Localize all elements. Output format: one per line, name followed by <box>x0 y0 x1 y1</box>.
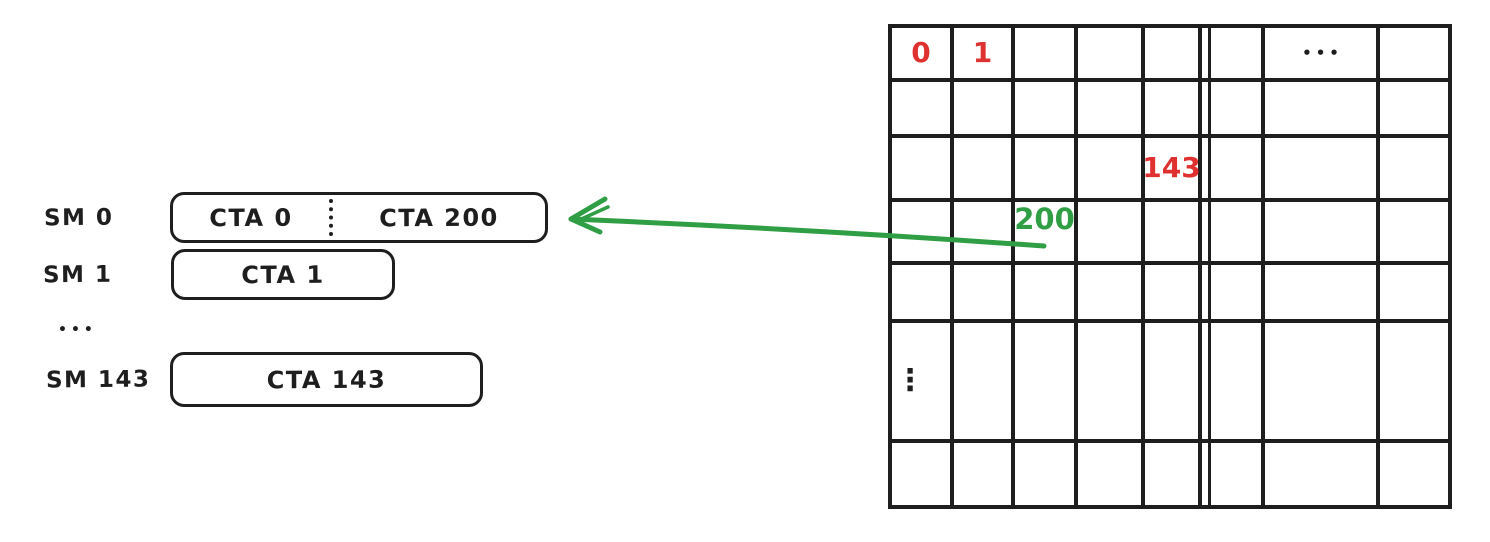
grid-cell <box>1265 265 1380 323</box>
grid-cell <box>1202 202 1265 265</box>
grid-cell <box>1078 202 1145 265</box>
grid-cell <box>954 323 1015 443</box>
grid-cell-label: 200 <box>1014 202 1075 236</box>
grid-cell <box>1202 82 1265 138</box>
grid-cell <box>1380 28 1448 82</box>
grid-cell <box>1265 138 1380 202</box>
grid-cell <box>954 202 1015 265</box>
sm1-cta-box: CTA 1 <box>171 249 395 300</box>
sm1-label: SM 1 <box>42 261 113 288</box>
grid-cell <box>1202 138 1265 202</box>
grid-cell <box>1202 323 1265 443</box>
sm0-cta-box: CTA 0 CTA 200 <box>170 192 548 243</box>
assignment-arrow <box>568 196 1047 249</box>
arrow-shaft <box>568 216 1047 249</box>
grid-cell <box>1015 138 1078 202</box>
grid-cell <box>1078 138 1145 202</box>
grid-cell: 200 <box>1014 202 1078 265</box>
sm143-cta-box: CTA 143 <box>170 352 483 407</box>
grid-cell <box>1202 265 1265 323</box>
grid-cell <box>1015 323 1078 443</box>
grid-cell <box>892 443 954 505</box>
sm0-label: SM 0 <box>43 204 114 231</box>
cta-1-segment: CTA 1 <box>241 260 325 289</box>
grid-cell-label: 143 <box>1142 151 1201 184</box>
grid-cell <box>892 138 954 202</box>
grid-cell <box>1380 82 1448 138</box>
grid-cell-label: ⋮ <box>895 363 925 398</box>
grid-cell-label: ••• <box>1302 43 1343 62</box>
sm143-label: SM 143 <box>45 365 151 394</box>
cta-143-segment: CTA 143 <box>266 365 387 394</box>
grid-cell <box>1015 443 1078 505</box>
arrow-head <box>568 196 608 235</box>
grid-cell <box>1078 82 1145 138</box>
cta-grid: 0 1 ••• 143 200 ⋮ <box>888 24 1452 509</box>
grid-cell <box>1145 82 1202 138</box>
cta-0-segment: CTA 0 <box>209 203 293 232</box>
assignment-arrow-strokes <box>568 196 1047 249</box>
grid-cell <box>892 82 954 138</box>
grid-cell <box>1265 323 1380 443</box>
grid-cell <box>1015 82 1078 138</box>
grid-cell-label: 1 <box>972 36 993 69</box>
grid-cell <box>1078 323 1145 443</box>
cta-box-dotted-divider <box>329 199 333 236</box>
grid-cell <box>1265 202 1380 265</box>
grid-cell <box>1015 265 1078 323</box>
sm-rows-ellipsis: ••• <box>58 322 97 338</box>
grid-cell <box>892 202 954 265</box>
arrow-head-overdraw <box>575 205 610 223</box>
grid-cell <box>1380 138 1448 202</box>
grid-cell <box>1380 323 1448 443</box>
grid-cell <box>1145 202 1202 265</box>
grid-cell <box>892 265 954 323</box>
grid-cell: 1 <box>954 28 1015 82</box>
grid-cell <box>1145 443 1202 505</box>
grid-cell <box>1078 28 1145 82</box>
grid-cell <box>954 265 1015 323</box>
sketchy-doubled-gridline <box>1208 28 1211 505</box>
grid-cell <box>954 443 1015 505</box>
grid-cell <box>1202 443 1265 505</box>
grid-cell <box>1380 202 1448 265</box>
grid-cell <box>1078 265 1145 323</box>
grid-cell: 0 <box>892 28 954 82</box>
grid-cell: ••• <box>1265 28 1380 82</box>
grid-cell <box>954 82 1015 138</box>
grid-cell <box>1145 323 1202 443</box>
cta-200-segment: CTA 200 <box>379 203 499 232</box>
grid-cell: 143 <box>1142 138 1202 202</box>
grid-cell <box>1202 28 1265 82</box>
grid-cell <box>954 138 1015 202</box>
grid-cell <box>1078 443 1145 505</box>
grid-cell <box>1265 443 1380 505</box>
grid-cell <box>1380 265 1448 323</box>
grid-cell <box>1145 265 1202 323</box>
grid-cell <box>1380 443 1448 505</box>
grid-cell: ⋮ <box>892 323 954 443</box>
grid-cell <box>1145 28 1202 82</box>
grid-cell-label: 0 <box>911 36 931 69</box>
grid-cell <box>1265 82 1380 138</box>
grid-cell <box>1015 28 1078 82</box>
